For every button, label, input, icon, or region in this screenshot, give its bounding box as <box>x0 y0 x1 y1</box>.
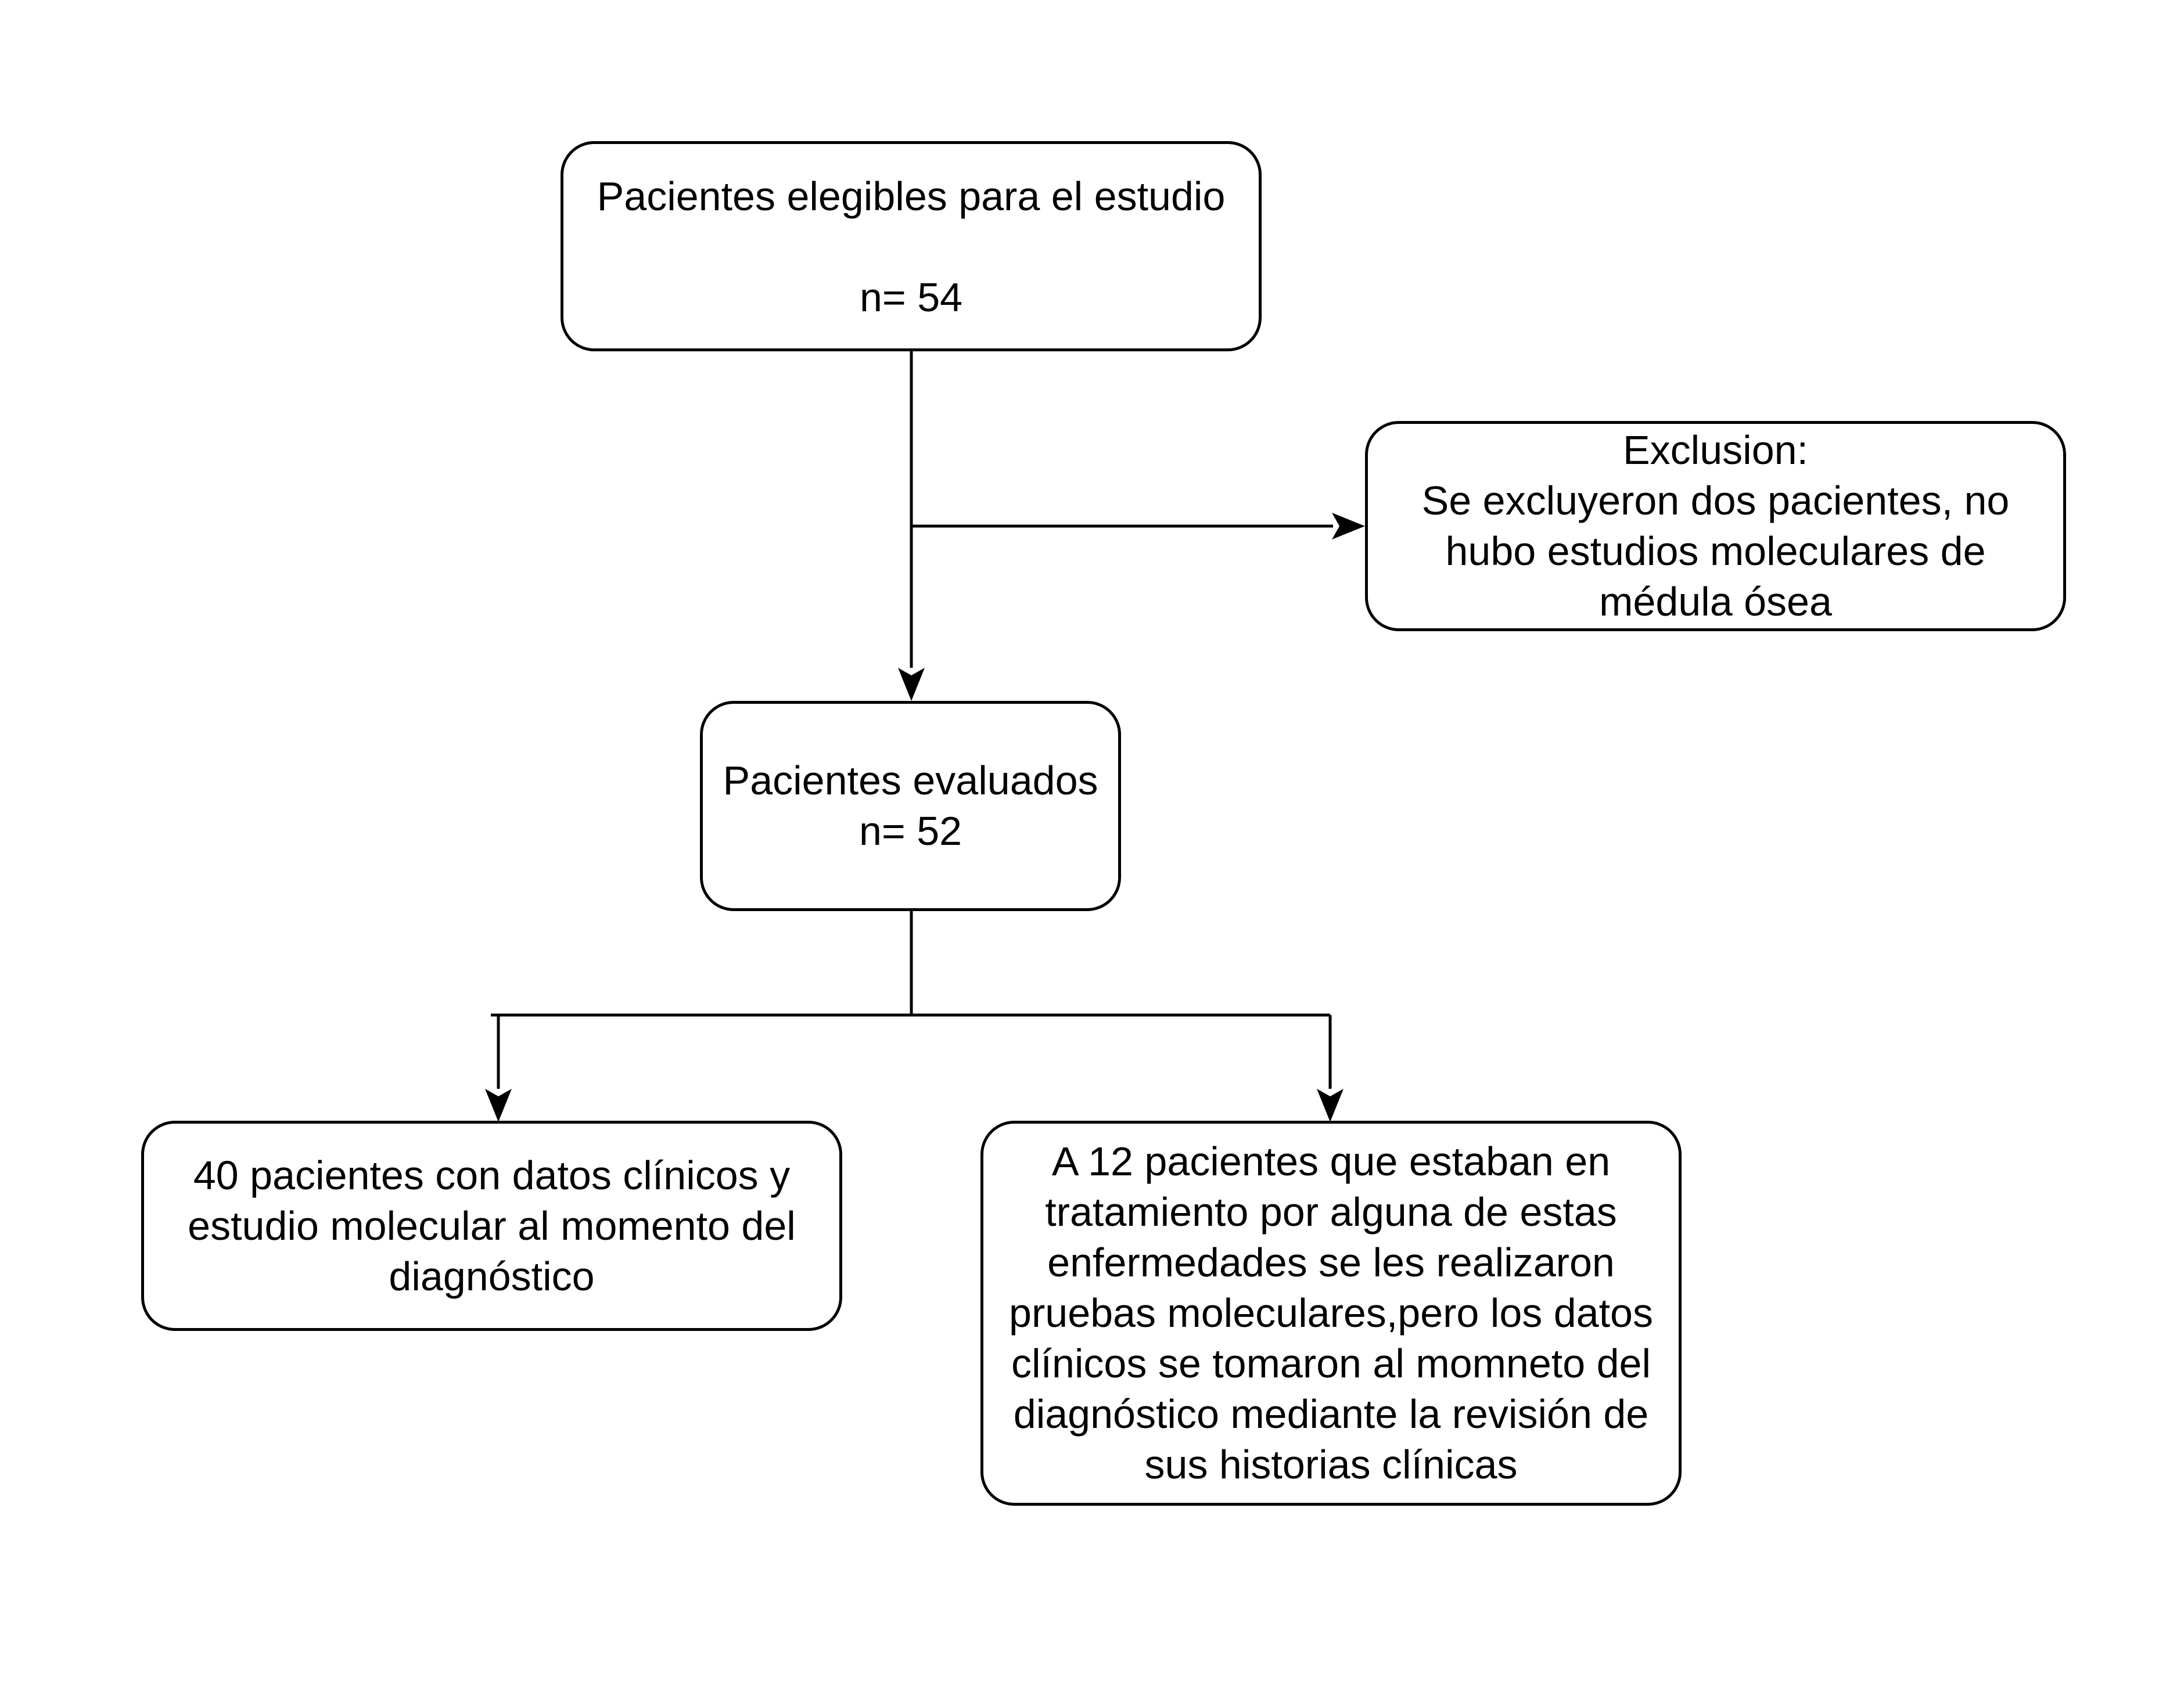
group-12-line: pruebas moleculares,pero los datos <box>1009 1290 1653 1336</box>
arrowhead-group-12 <box>1317 1089 1344 1122</box>
exclusion-line: Exclusion: <box>1622 427 1809 473</box>
eligible-count: n= 54 <box>859 275 963 320</box>
group-40-line: 40 pacientes con datos clínicos y <box>193 1152 791 1198</box>
exclusion-line: médula ósea <box>1599 579 1832 624</box>
exclusion-line: Se excluyeron dos pacientes, no <box>1421 478 2010 523</box>
group-12-line: sus historias clínicas <box>1144 1442 1518 1487</box>
group-40-box: 40 pacientes con datos clínicos y estudi… <box>141 1121 842 1331</box>
arrowhead-exclusion <box>1332 513 1365 539</box>
group-12-line: tratamiento por alguna de estas <box>1045 1189 1617 1235</box>
group-40-line: diagnóstico <box>389 1253 595 1299</box>
arrowhead-group-40 <box>485 1089 512 1122</box>
exclusion-box: Exclusion: Se excluyeron dos pacientes, … <box>1365 421 2066 631</box>
group-40-line: estudio molecular al momento del <box>188 1203 796 1248</box>
evaluated-count: n= 52 <box>858 808 962 854</box>
eligible-patients-box: Pacientes elegibles para el estudio n= 5… <box>561 141 1262 351</box>
exclusion-line: hubo estudios moleculares de <box>1445 528 1986 574</box>
arrowhead-evaluated <box>898 668 925 701</box>
group-12-line: diagnóstico mediante la revisión de <box>1013 1391 1649 1437</box>
evaluated-title: Pacientes evaluados <box>723 758 1098 803</box>
group-12-line: clínicos se tomaron al momneto del <box>1011 1341 1651 1386</box>
group-12-line: A 12 pacientes que estaban en <box>1051 1139 1611 1184</box>
group-12-line: enfermedades se les realizaron <box>1047 1240 1615 1285</box>
eligible-title: Pacientes elegibles para el estudio <box>597 174 1226 219</box>
evaluated-patients-box: Pacientes evaluados n= 52 <box>700 701 1121 911</box>
group-12-box: A 12 pacientes que estaban en tratamient… <box>980 1121 1682 1506</box>
